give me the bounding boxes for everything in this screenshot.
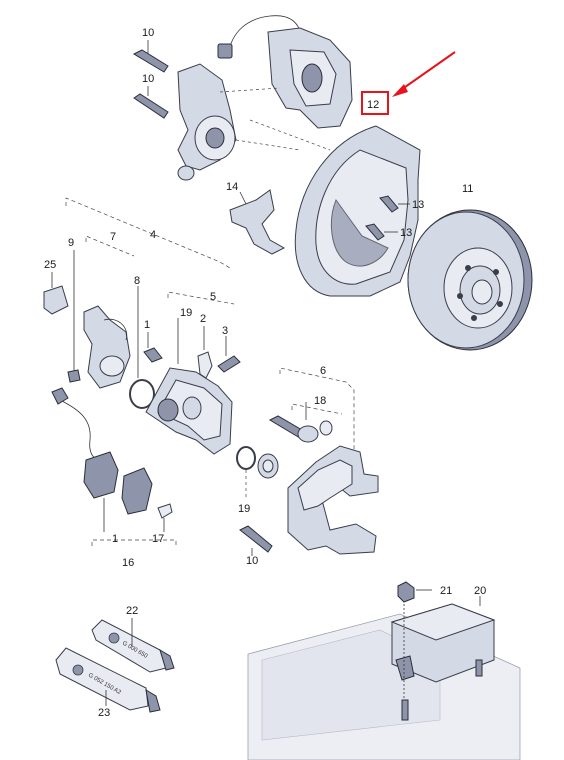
callout-10-lower: 10 — [246, 555, 258, 567]
callout-1-lower: 1 — [112, 533, 118, 545]
assembly-bracket-16 — [91, 539, 177, 546]
grease-tube-23: G 052 150 A2 — [55, 647, 161, 713]
callout-5: 5 — [210, 291, 216, 303]
callout-23: 23 — [98, 707, 110, 719]
callout-21: 21 — [440, 585, 452, 597]
control-unit-20 — [390, 596, 496, 721]
bolt-10-top-a — [132, 40, 169, 73]
brake-disc — [407, 209, 533, 351]
callout-25: 25 — [44, 259, 56, 271]
callout-2: 2 — [200, 313, 206, 325]
callout-12: 12 — [367, 99, 379, 111]
callout-10-middle: 10 — [142, 73, 154, 85]
callout-7: 7 — [110, 231, 116, 243]
bolt-10-lower — [239, 525, 273, 556]
bracket-14 — [229, 189, 286, 255]
callout-16: 16 — [122, 557, 134, 569]
brake-pad-outer — [121, 467, 153, 515]
splash-shield — [294, 125, 421, 297]
callout-6: 6 — [320, 365, 326, 377]
nut-21 — [397, 581, 432, 603]
callout-14: 14 — [226, 181, 238, 193]
assembly-bracket-4 — [65, 197, 231, 269]
guide-pin-18 — [268, 402, 333, 443]
clip-17 — [157, 503, 173, 532]
assembly-bracket-7 — [85, 235, 135, 257]
caliper-carrier — [287, 445, 379, 555]
callout-13-upper: 13 — [412, 199, 424, 211]
bolt-13-a — [379, 195, 410, 213]
callout-19-upper: 19 — [180, 307, 192, 319]
callout-20: 20 — [474, 585, 486, 597]
caliper-actuator — [83, 305, 131, 389]
callout-17: 17 — [152, 533, 164, 545]
wear-sensor — [51, 387, 103, 463]
callout-4: 4 — [150, 229, 156, 241]
assembly-bracket-5 — [167, 291, 235, 305]
dust-cap-2 — [197, 326, 213, 379]
callout-22: 22 — [126, 605, 138, 617]
assembly-bracket-6 — [279, 367, 355, 476]
bolt-13-b — [365, 223, 398, 241]
wheel-bearing-housing — [177, 15, 353, 181]
callout-18: 18 — [314, 395, 326, 407]
cap-25 — [43, 272, 69, 315]
highlight-box-12 — [361, 51, 456, 115]
bolt-9 — [67, 250, 81, 383]
callout-19-lower: 19 — [238, 503, 250, 515]
seal-ring-19-lower — [236, 446, 279, 500]
callout-11: 11 — [462, 183, 473, 195]
bleed-screw-1 — [143, 332, 163, 363]
callout-10-top: 10 — [142, 27, 154, 39]
callout-3: 3 — [222, 325, 228, 337]
bleed-valve-3 — [217, 336, 241, 373]
callout-8: 8 — [134, 275, 140, 287]
brake-caliper — [145, 318, 233, 455]
assembly-bracket-18 — [291, 403, 343, 415]
grease-tube-22: G 000 650 — [91, 618, 175, 673]
bolt-10-top-b — [133, 86, 169, 119]
callout-1-upper: 1 — [144, 319, 150, 331]
callout-9: 9 — [68, 237, 74, 249]
callout-13-lower: 13 — [400, 227, 412, 239]
seal-ring-8 — [129, 286, 155, 409]
brake-pad-inner — [83, 451, 119, 532]
